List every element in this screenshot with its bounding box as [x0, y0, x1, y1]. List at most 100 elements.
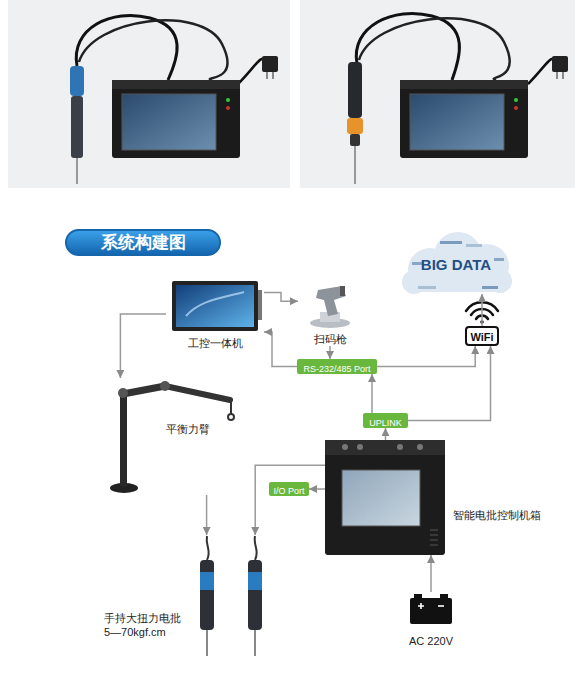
product-photo — [514, 106, 518, 110]
monitor-picture — [172, 281, 262, 331]
monitor-picture — [186, 292, 244, 316]
balance-arm-picture — [228, 414, 234, 420]
product-photo — [76, 158, 78, 184]
port-label: RS-232/485 Port — [303, 363, 370, 375]
product-photo — [112, 80, 240, 158]
label-group: 工控一体机 — [166, 336, 264, 350]
scanner-picture — [310, 286, 350, 328]
label-group: 扫码枪 — [298, 332, 362, 346]
controller-picture — [325, 440, 445, 555]
connector-line — [329, 346, 331, 359]
scanner-picture — [316, 286, 346, 316]
connector-line — [255, 465, 325, 535]
title-text: 系统构建图 — [101, 231, 186, 254]
product-photo — [528, 59, 556, 84]
product-photo — [562, 72, 564, 79]
device-label: AC 220V — [404, 634, 458, 648]
scanner-picture — [340, 286, 345, 296]
balance-arm-picture — [230, 401, 232, 414]
device-label: 5—70kgf.cm — [104, 625, 181, 639]
product-photo — [122, 94, 216, 150]
monitor-picture — [176, 285, 254, 327]
device-label: 平衡力臂 — [166, 422, 210, 436]
wifi-node: WiFi — [465, 326, 499, 346]
product-photo — [8, 0, 290, 188]
connector-line — [264, 292, 298, 301]
connector-line — [371, 374, 373, 413]
product-photo — [226, 98, 230, 102]
power-node: AC 220V — [404, 592, 458, 648]
balance-arm-picture — [123, 386, 165, 394]
screwdriver-picture — [200, 572, 214, 590]
product-photo — [70, 66, 84, 96]
label-group: AC 220V — [404, 634, 458, 648]
product-photo — [300, 0, 575, 188]
arm-node: 平衡力臂 — [110, 378, 240, 495]
product-photo — [350, 134, 360, 146]
product-photo — [348, 62, 362, 118]
power-symbol — [438, 605, 444, 607]
cloud-picture — [466, 244, 482, 247]
product-photo — [300, 0, 575, 188]
controller-picture — [430, 545, 438, 546]
screwdriver-picture — [200, 560, 214, 630]
product-photo — [8, 0, 290, 188]
cloud-picture — [418, 286, 436, 289]
product-photo — [400, 80, 528, 89]
product-photo — [71, 96, 83, 158]
screwdriver-picture — [206, 630, 208, 656]
balance-arm-picture — [160, 381, 170, 391]
product-photo — [226, 106, 230, 110]
connector-line — [385, 428, 387, 440]
controller-picture — [430, 535, 438, 536]
cloud-text: BIG DATA — [421, 258, 491, 272]
product-photo — [347, 118, 363, 134]
product-photo — [79, 20, 227, 80]
cloud-picture — [482, 286, 498, 289]
screwdriver-node: 手持大扭力电批5—70kgf.cm — [185, 535, 275, 660]
label-group: 智能电批控制机箱 — [453, 508, 541, 522]
device-label: 扫码枪 — [298, 332, 362, 346]
controller-picture — [342, 470, 420, 526]
balance-arm-picture — [110, 381, 234, 493]
connector-line — [430, 555, 432, 592]
connector-line — [120, 314, 166, 378]
device-label: 手持大扭力电批 — [104, 611, 181, 625]
cloud-picture — [402, 232, 512, 294]
port-label: UPLINK — [369, 417, 402, 429]
cloud-picture — [494, 258, 504, 261]
screwdriver-picture — [207, 536, 209, 560]
port-box: I/O Port — [269, 482, 309, 496]
label-group: 平衡力臂 — [166, 422, 210, 436]
connector-line — [264, 332, 297, 367]
label-group: 手持大扭力电批5—70kgf.cm — [104, 611, 181, 639]
port-box: UPLINK — [363, 413, 408, 428]
screwdriver-picture — [248, 572, 262, 590]
product-photo — [238, 59, 266, 84]
product-photo — [410, 94, 504, 150]
screwdriver-picture — [254, 630, 256, 656]
product-photo — [552, 56, 568, 72]
power-symbol — [418, 603, 424, 609]
port-box: RS-232/485 Port — [297, 359, 377, 374]
controller-picture — [342, 444, 348, 450]
controller-picture — [325, 440, 445, 455]
connector-line — [377, 346, 475, 367]
cloud-picture — [440, 241, 462, 244]
scanner-node: 扫码枪 — [298, 282, 362, 346]
product-photo — [514, 98, 518, 102]
connector-line — [408, 346, 491, 421]
wifi-text: WiFi — [470, 330, 493, 344]
balance-arm-picture — [118, 388, 128, 398]
power-symbol — [410, 598, 452, 624]
balance-arm-picture — [165, 386, 230, 400]
balance-arm-picture — [120, 392, 127, 486]
connector-line — [481, 294, 483, 326]
power-symbol — [414, 594, 422, 598]
controller-node: 智能电批控制机箱 — [325, 440, 445, 555]
product-photo — [556, 72, 558, 79]
product-photo — [400, 80, 528, 158]
controller-picture — [417, 444, 423, 450]
monitor-node: 工控一体机 — [166, 278, 264, 350]
